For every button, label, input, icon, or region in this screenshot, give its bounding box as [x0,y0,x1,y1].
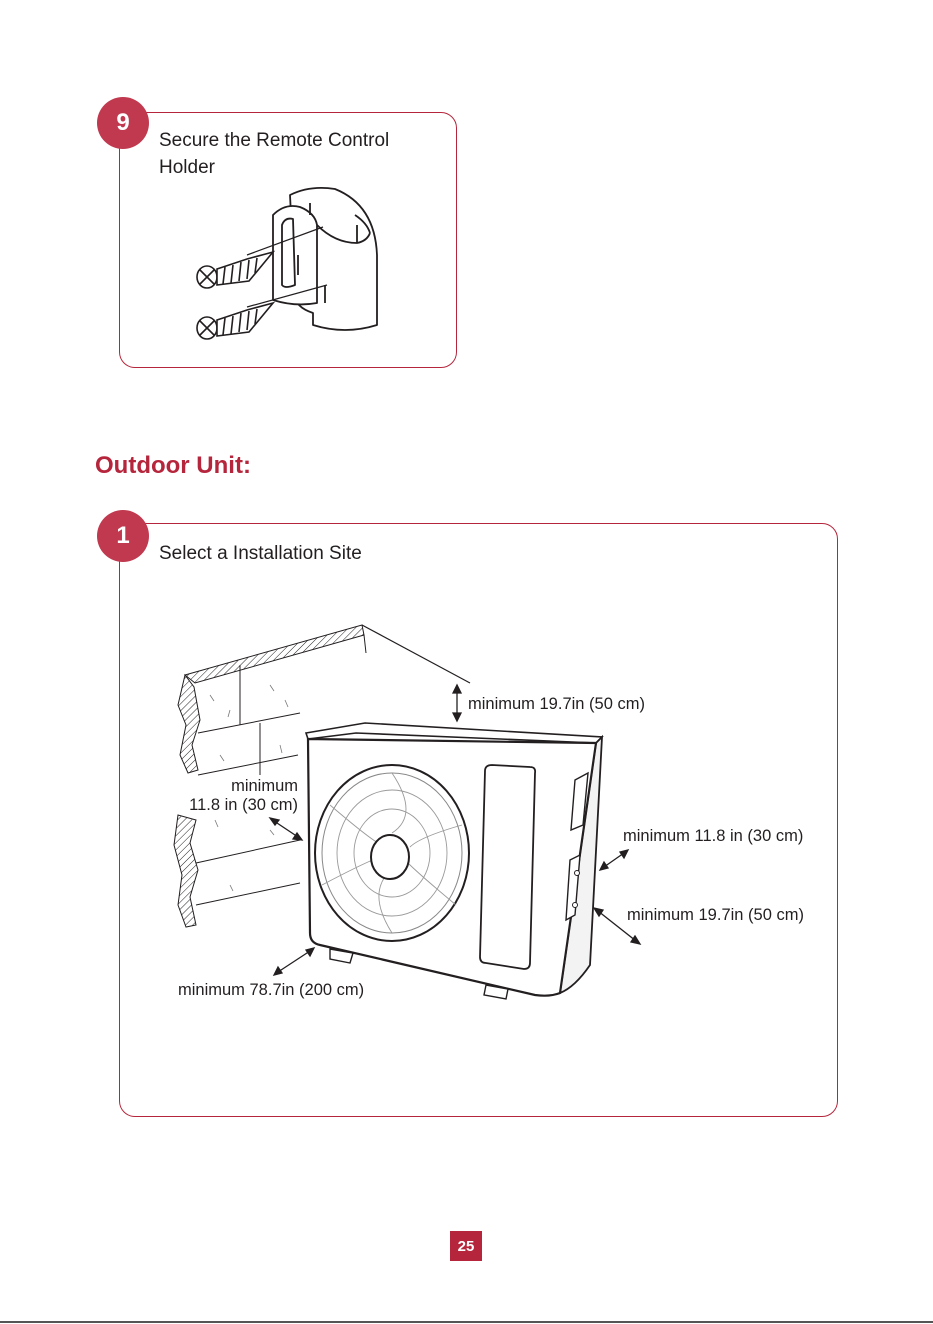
step-9-title-line2: Holder [159,154,389,181]
clearance-top-label: minimum 19.7in (50 cm) [468,695,645,714]
step-9-badge: 9 [97,97,149,149]
step-9-title-line1: Secure the Remote Control [159,127,389,154]
clearance-front-label: minimum 78.7in (200 cm) [178,981,364,1000]
page-number: 25 [450,1231,482,1261]
remote-holder-illustration [185,185,390,345]
clearance-left-label-line1: minimum [178,777,298,796]
clearance-right-side-label: minimum 11.8 in (30 cm) [623,827,803,846]
clearance-rear-label: minimum 19.7in (50 cm) [627,906,804,925]
step-9-title: Secure the Remote Control Holder [159,127,389,181]
step-1-badge: 1 [97,510,149,562]
step-1-title: Select a Installation Site [159,540,362,567]
bottom-rule [0,1321,933,1323]
outdoor-unit-heading: Outdoor Unit: [95,452,251,480]
clearance-left-label: minimum 11.8 in (30 cm) [178,777,298,815]
clearance-left-label-line2: 11.8 in (30 cm) [178,796,298,815]
